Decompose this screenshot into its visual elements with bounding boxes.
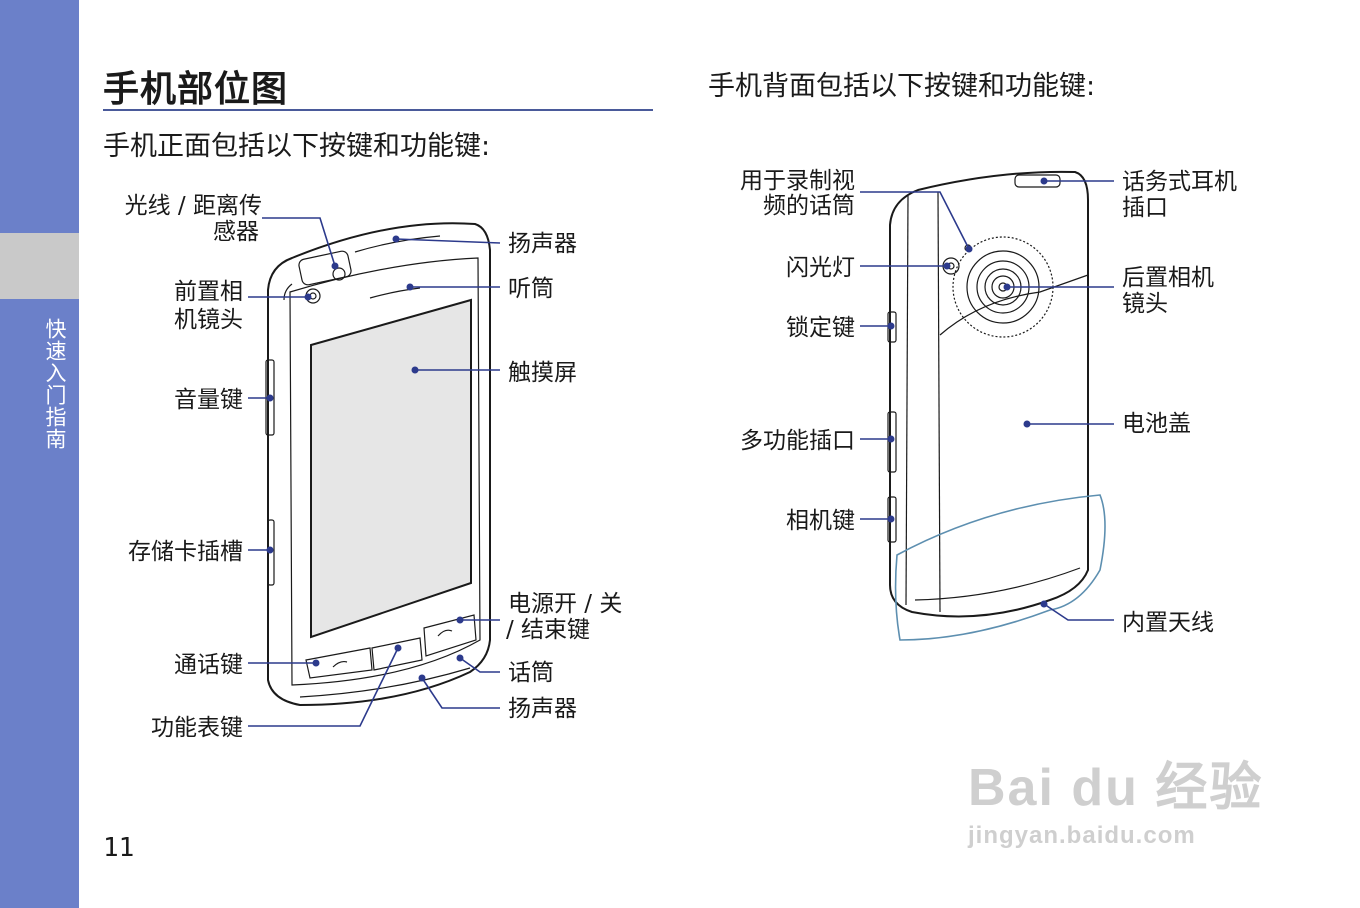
title-underline bbox=[103, 109, 653, 111]
label-speaker-bottom: 扬声器 bbox=[508, 696, 577, 722]
label-antenna: 内置天线 bbox=[1122, 610, 1214, 636]
sidebar-chapter-label: 快速入门指南 bbox=[43, 318, 67, 450]
sidebar: 快速入门指南 bbox=[0, 0, 79, 908]
label-front-camera-line1: 前置相 bbox=[174, 279, 243, 305]
label-volume-key: 音量键 bbox=[174, 387, 243, 413]
label-video-mic-line2: 频的话筒 bbox=[763, 193, 855, 219]
back-leader-lines bbox=[860, 177, 1114, 621]
sidebar-tab-marker bbox=[0, 233, 79, 299]
label-call-key: 通话键 bbox=[174, 652, 243, 678]
front-leader-lines bbox=[248, 217, 501, 727]
label-video-mic-line1: 用于录制视 bbox=[740, 168, 855, 194]
label-multi-port: 多功能插口 bbox=[740, 428, 855, 454]
label-power-line2: / 结束键 bbox=[506, 617, 590, 643]
front-phone-illustration bbox=[265, 222, 491, 707]
watermark-url: jingyan.baidu.com bbox=[968, 822, 1196, 849]
label-speaker-top: 扬声器 bbox=[508, 231, 577, 257]
label-rear-camera-line1: 后置相机 bbox=[1122, 265, 1214, 291]
label-camera-key: 相机键 bbox=[786, 508, 855, 534]
page-number: 11 bbox=[103, 833, 135, 863]
label-sensor-line1: 光线 / 距离传 bbox=[125, 193, 262, 219]
label-headset-jack-line1: 话务式耳机 bbox=[1122, 169, 1237, 195]
label-headset-jack-line2: 插口 bbox=[1122, 195, 1168, 221]
label-front-camera-line2: 机镜头 bbox=[174, 307, 243, 333]
label-sensor-line2: 感器 bbox=[213, 219, 259, 245]
label-rear-camera-line2: 镜头 bbox=[1122, 291, 1168, 317]
label-lock-key: 锁定键 bbox=[786, 315, 855, 341]
label-battery-cover: 电池盖 bbox=[1122, 411, 1191, 437]
back-labels: 用于录制视 频的话筒 闪光灯 锁定键 多功能插口 相机键 话务式耳机 插口 后置… bbox=[740, 168, 1237, 636]
front-intro: 手机正面包括以下按键和功能键: bbox=[103, 131, 491, 162]
front-labels: 光线 / 距离传 感器 前置相 机镜头 音量键 存储卡插槽 通话键 功能表键 扬… bbox=[125, 193, 623, 741]
watermark-logo-text: Bai du 经验 bbox=[968, 759, 1264, 817]
label-power-line1: 电源开 / 关 bbox=[508, 591, 622, 617]
back-intro: 手机背面包括以下按键和功能键: bbox=[708, 71, 1096, 102]
baidu-watermark: Bai du 经验 jingyan.baidu.com bbox=[968, 745, 1263, 850]
label-card-slot: 存储卡插槽 bbox=[128, 539, 243, 565]
label-flash: 闪光灯 bbox=[786, 255, 855, 281]
label-menu-key: 功能表键 bbox=[151, 715, 243, 741]
antenna-region-outline bbox=[894, 494, 1106, 641]
label-earpiece: 听筒 bbox=[508, 276, 554, 302]
label-touchscreen: 触摸屏 bbox=[508, 360, 577, 386]
page-title: 手机部位图 bbox=[103, 69, 289, 110]
back-phone-illustration bbox=[887, 170, 1089, 618]
label-mic: 话筒 bbox=[508, 660, 554, 686]
